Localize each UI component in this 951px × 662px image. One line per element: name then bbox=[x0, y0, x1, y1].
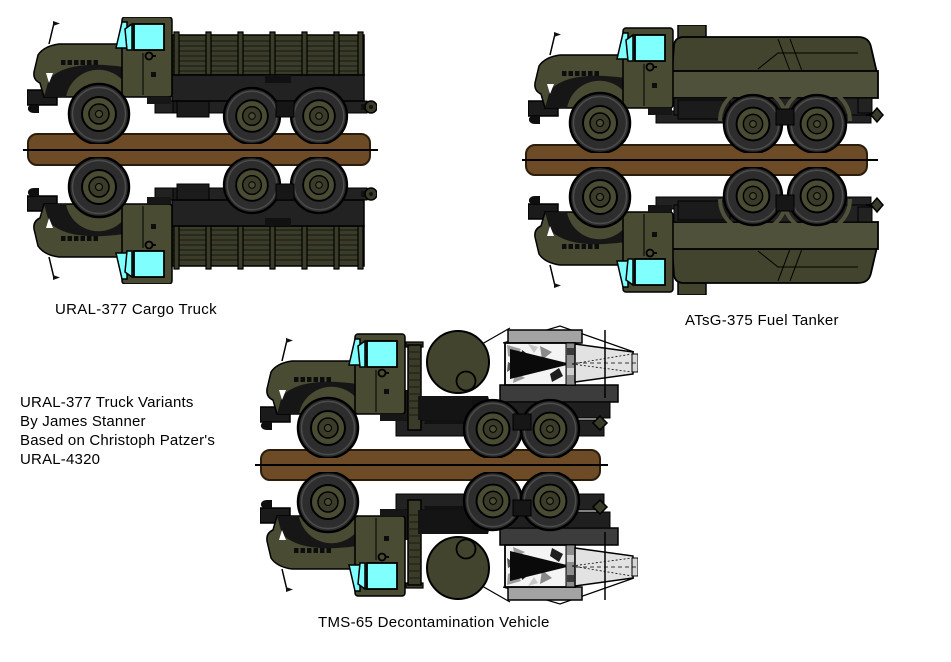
tanker-truck-label: ATsG-375 Fuel Tanker bbox=[685, 312, 839, 329]
tms-truck-drawing bbox=[260, 324, 638, 458]
credit-line: URAL-4320 bbox=[20, 451, 101, 468]
tms-truck-reflection bbox=[260, 472, 638, 606]
credit-line: URAL-377 Truck Variants bbox=[20, 394, 194, 411]
credit-line: By James Stanner bbox=[20, 413, 146, 430]
mirror-axis-line bbox=[23, 149, 378, 151]
credit-line: Based on Christoph Patzer's bbox=[20, 432, 216, 449]
cargo-truck-label: URAL-377 Cargo Truck bbox=[55, 301, 217, 318]
credit-text: URAL-377 Truck Variants By James Stanner… bbox=[20, 393, 215, 469]
vehicle-pair-tanker: ATsG-375 Fuel Tanker bbox=[522, 25, 890, 335]
mirror-axis-line bbox=[255, 464, 608, 466]
cargo-truck-drawing bbox=[27, 17, 377, 144]
tanker-truck-reflection bbox=[528, 167, 884, 295]
vehicle-pair-tms: TMS-65 Decontamination Vehicle bbox=[255, 324, 645, 644]
cargo-truck-reflection bbox=[27, 157, 377, 284]
mirror-axis-line bbox=[522, 159, 878, 161]
tanker-truck-drawing bbox=[528, 25, 884, 153]
tms-truck-label: TMS-65 Decontamination Vehicle bbox=[318, 614, 550, 631]
vehicle-pair-cargo: URAL-377 Cargo Truck bbox=[23, 17, 387, 327]
